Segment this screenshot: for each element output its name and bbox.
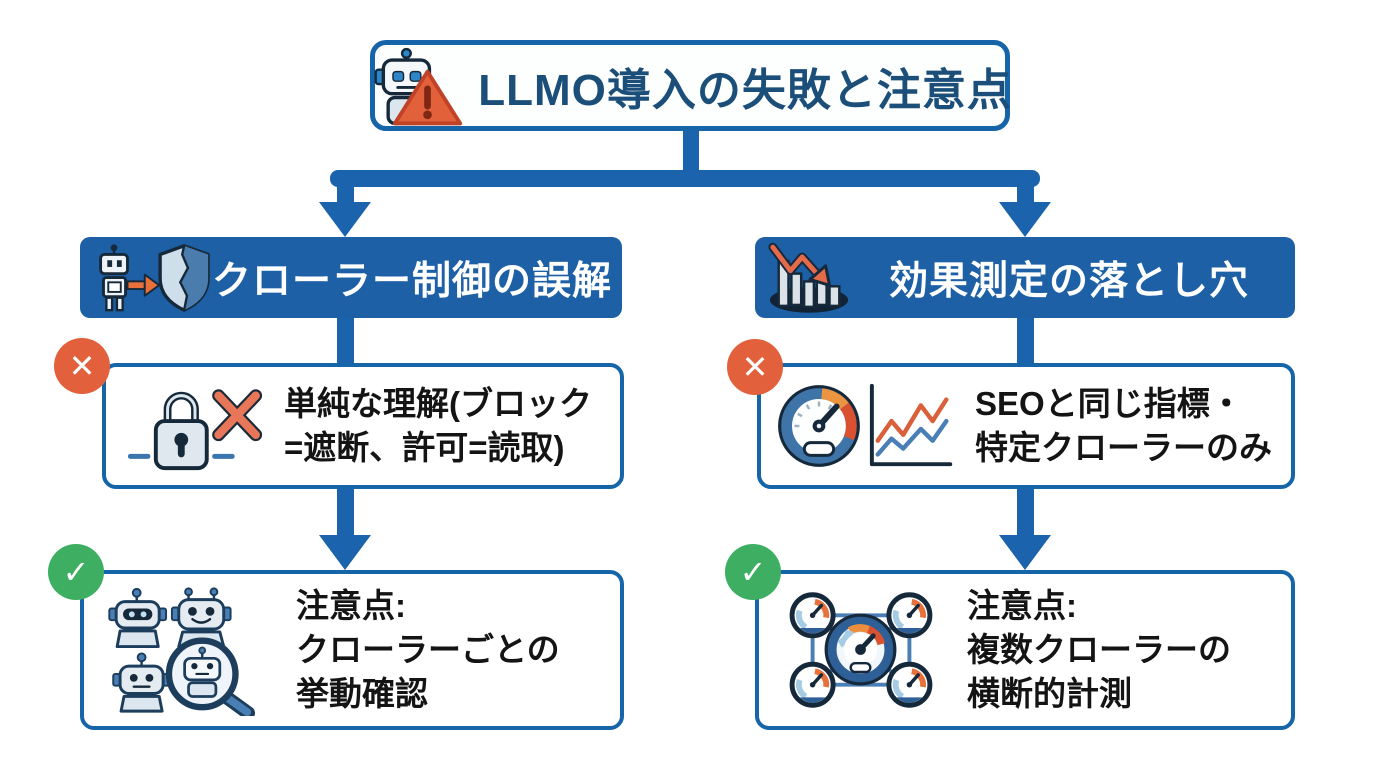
problem-crawler-line-2: =遮断、許可=読取) (284, 429, 565, 466)
caution-crawler-text: 注意点: クローラーごとの 挙動確認 (296, 584, 560, 717)
header-crawler-control: クローラー制御の誤解 (80, 237, 622, 318)
caution-box-measurement: 注意点: 複数クローラーの 横断的計測 (755, 570, 1295, 730)
lock-x-icon (127, 389, 263, 471)
page-title: LLMO導入の失敗と注意点 (478, 65, 1012, 115)
x-mark-icon: ✕ (741, 349, 769, 385)
problem-crawler-text: 単純な理解(ブロック =遮断、許可=読取) (284, 382, 592, 470)
connector-right-header-problem (1017, 316, 1034, 366)
caution-measurement-line-1: 注意点: (967, 586, 1077, 624)
caution-measurement-line-3: 横断的計測 (967, 675, 1132, 713)
x-mark-icon: ✕ (68, 348, 96, 384)
center-gauge-icon (824, 613, 897, 686)
caution-crawler-line-2: クローラーごとの (296, 630, 560, 668)
check-mark-icon: ✓ (62, 554, 90, 590)
small-gauge-icon (789, 592, 933, 708)
success-badge-measurement: ✓ (725, 544, 781, 600)
connector-right-problem-caution (1017, 485, 1034, 537)
connector-branch-bar (330, 170, 1040, 187)
robots-magnifier-icon (108, 587, 256, 716)
success-badge-crawler: ✓ (48, 544, 104, 600)
caution-box-crawler: 注意点: クローラーごとの 挙動確認 (80, 570, 624, 730)
gauge-linechart-icon (778, 383, 953, 467)
gauge-network-icon (789, 592, 933, 708)
caution-measurement-text: 注意点: 複数クローラーの 横断的計測 (967, 584, 1231, 717)
header-crawler-control-label: クローラー制御の誤解 (212, 259, 613, 303)
problem-measurement-line-1: SEOと同じ指標・ (975, 384, 1243, 422)
connector-left-problem-caution (337, 485, 354, 537)
arrowhead-left-branch (319, 202, 371, 237)
header-measurement: 効果測定の落とし穴 (755, 237, 1295, 318)
connector-left-stub (337, 176, 354, 204)
problem-box-crawler: 単純な理解(ブロック =遮断、許可=読取) (102, 363, 624, 489)
error-badge-crawler: ✕ (54, 338, 110, 394)
robot-warning-icon (374, 47, 463, 125)
caution-crawler-line-3: 挙動確認 (296, 675, 428, 713)
problem-measurement-line-2: 特定クローラーのみ (975, 429, 1272, 466)
arrowhead-left-caution (319, 535, 371, 570)
problem-measurement-text: SEOと同じ指標・ 特定クローラーのみ (975, 382, 1272, 470)
arrowhead-right-caution (999, 535, 1051, 570)
falling-chart-icon (768, 242, 849, 313)
caution-crawler-line-1: 注意点: (296, 586, 406, 624)
header-measurement-label: 効果測定の落とし穴 (888, 259, 1249, 303)
caution-measurement-line-2: 複数クローラーの (967, 630, 1231, 668)
arrowhead-right-branch (999, 202, 1051, 237)
title-box: LLMO導入の失敗と注意点 (370, 40, 1012, 131)
robot-shield-icon (99, 243, 210, 312)
problem-crawler-line-1: 単純な理解(ブロック (284, 384, 592, 422)
connector-left-header-problem (337, 316, 354, 366)
problem-box-measurement: SEOと同じ指標・ 特定クローラーのみ (757, 363, 1295, 489)
connector-right-stub (1017, 176, 1034, 204)
connector-title-stem (683, 128, 699, 174)
error-badge-measurement: ✕ (727, 339, 783, 395)
check-mark-icon: ✓ (739, 554, 767, 590)
